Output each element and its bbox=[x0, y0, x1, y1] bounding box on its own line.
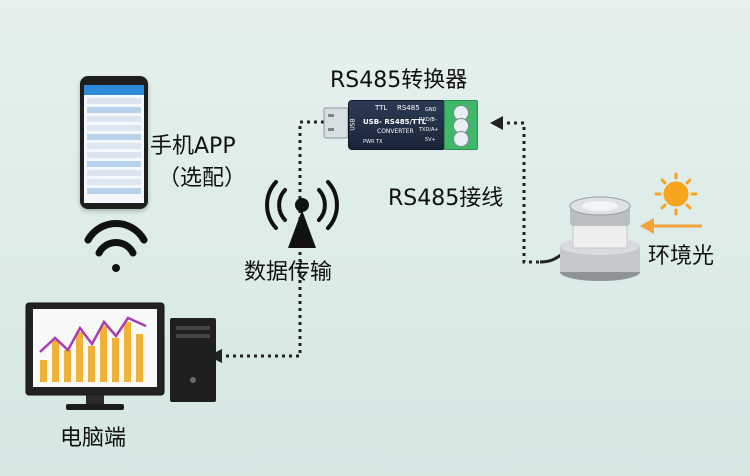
monitor-chart-bars bbox=[40, 322, 143, 382]
rs485-converter-image: TTL RS485 USB- RS485/TTL CONVERTER PWR T… bbox=[348, 100, 446, 150]
converter-to-sensor-line bbox=[500, 121, 540, 264]
light-arrow-icon bbox=[640, 218, 702, 234]
converter-title: RS485转换器 bbox=[330, 68, 468, 93]
converter-model-text: USB- RS485/TTL bbox=[363, 118, 427, 126]
converter-arrowhead bbox=[490, 116, 503, 130]
converter-leds-text: PWR TX bbox=[363, 139, 383, 145]
wifi-icon bbox=[84, 220, 148, 272]
pc-tower bbox=[170, 318, 216, 402]
converter-side-text: USB bbox=[349, 118, 357, 131]
usb-plug bbox=[323, 107, 349, 139]
sun-icon bbox=[654, 172, 698, 216]
converter-pin-gnd: GND bbox=[425, 107, 437, 113]
converter-terminal-block bbox=[444, 100, 478, 150]
phone-screen bbox=[84, 85, 144, 203]
converter-word-text: CONVERTER bbox=[377, 128, 414, 135]
phone-image bbox=[80, 76, 148, 209]
converter-pin-5v: 5V+ bbox=[425, 137, 436, 143]
phone-app-label: 手机APP bbox=[150, 134, 236, 159]
dotted-connectors bbox=[220, 120, 540, 358]
converter-rs485-text: RS485 bbox=[397, 104, 420, 112]
light-sensor-image bbox=[560, 196, 640, 281]
ambient-light-label: 环境光 bbox=[648, 244, 715, 269]
antenna-icon bbox=[265, 180, 339, 248]
data-transfer-label: 数据传输 bbox=[244, 260, 333, 285]
phone-optional-label: （选配） bbox=[158, 166, 247, 191]
converter-pin-txd: TXD/A+ bbox=[419, 127, 439, 133]
converter-to-pc-line bbox=[220, 120, 338, 358]
pc-monitor bbox=[25, 302, 165, 410]
rs485-wiring-label: RS485接线 bbox=[388, 186, 504, 211]
converter-ttl-text: TTL bbox=[375, 104, 388, 112]
pc-end-label: 电脑端 bbox=[60, 426, 127, 451]
converter-pin-rxd: RXD/B- bbox=[419, 117, 437, 123]
monitor-chart-line bbox=[39, 316, 147, 353]
